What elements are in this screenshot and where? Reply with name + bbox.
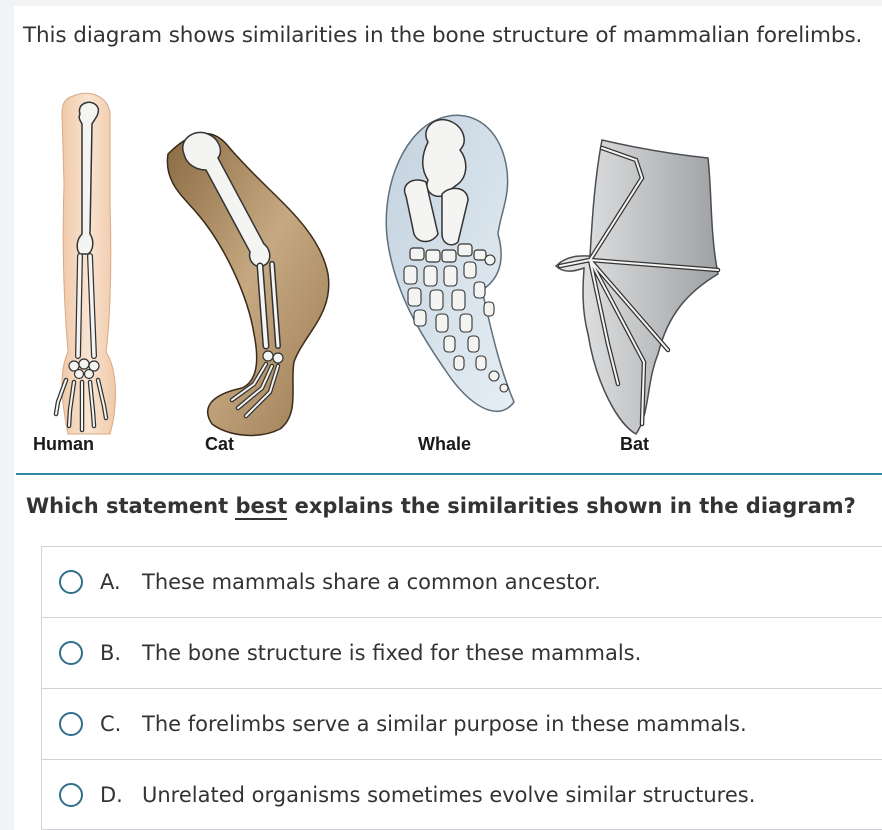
- choice-text: The forelimbs serve a similar purpose in…: [142, 712, 747, 736]
- choice-b[interactable]: B. The bone structure is fixed for these…: [41, 617, 882, 688]
- human-forelimb: [53, 92, 116, 435]
- cat-forelimb: [166, 131, 330, 437]
- question-panel: This diagram shows similarities in the b…: [14, 6, 882, 830]
- choice-d[interactable]: D. Unrelated organisms sometimes evolve …: [41, 759, 882, 830]
- choice-letter: D.: [100, 782, 123, 807]
- choice-text: Unrelated organisms sometimes evolve sim…: [142, 782, 756, 807]
- label-cat: Cat: [205, 434, 235, 454]
- choice-letter: B.: [100, 641, 122, 665]
- label-human: Human: [33, 434, 95, 454]
- whale-forelimb: [385, 114, 515, 413]
- question-text-start: Which statement: [26, 494, 236, 518]
- choice-text: The bone structure is fixed for these ma…: [142, 641, 642, 665]
- section-divider: [16, 473, 882, 475]
- question-text: Which statement best explains the simila…: [26, 494, 856, 521]
- radio-button-c[interactable]: [59, 712, 83, 736]
- choice-letter: C.: [100, 712, 122, 736]
- label-whale: Whale: [418, 434, 472, 454]
- bat-forelimb: [554, 139, 721, 435]
- choice-c[interactable]: C. The forelimbs serve a similar purpose…: [41, 688, 882, 759]
- question-emphasis: best: [235, 494, 288, 521]
- intro-text: This diagram shows similarities in the b…: [23, 23, 863, 48]
- choice-a[interactable]: A. These mammals share a common ancestor…: [41, 546, 882, 617]
- radio-button-a[interactable]: [59, 570, 83, 594]
- label-bat: Bat: [620, 434, 650, 454]
- question-text-end: explains the similarities shown in the d…: [287, 494, 856, 518]
- forelimb-diagram: [53, 92, 721, 437]
- answer-choices: A. These mammals share a common ancestor…: [41, 546, 882, 830]
- choice-letter: A.: [100, 570, 121, 594]
- radio-button-d[interactable]: [59, 782, 83, 807]
- choice-text: These mammals share a common ancestor.: [142, 570, 601, 594]
- radio-button-b[interactable]: [59, 641, 83, 665]
